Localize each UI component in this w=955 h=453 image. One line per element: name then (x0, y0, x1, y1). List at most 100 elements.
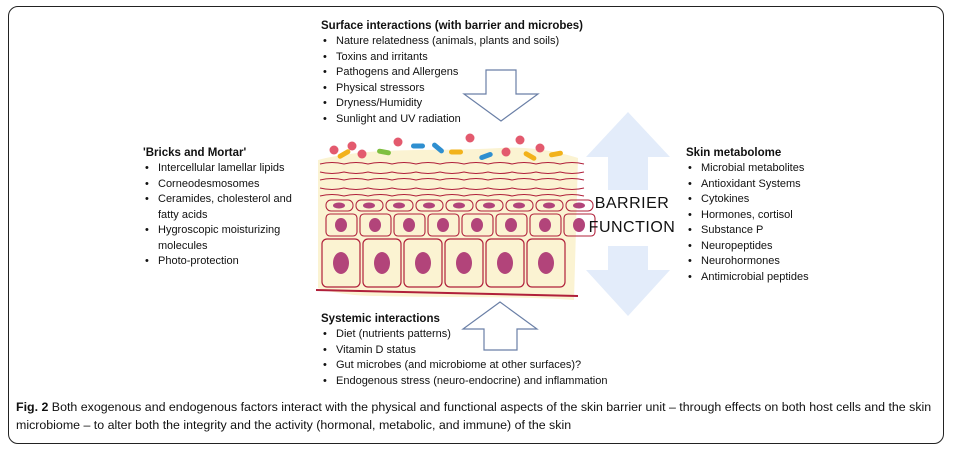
figure-caption: Fig. 2 Both exogenous and endogenous fac… (16, 398, 936, 434)
nucleus (543, 202, 555, 209)
microbe (501, 147, 511, 157)
spinous-cell (359, 213, 392, 237)
spinous-cell (529, 213, 562, 237)
microbe (337, 149, 351, 159)
barrier-function-label: BARRIER FUNCTION (586, 192, 678, 240)
nucleus (374, 252, 390, 274)
corneum-layer (319, 177, 585, 181)
microbe (523, 151, 537, 161)
spinous-cell (325, 213, 358, 237)
spinous-cell (427, 213, 460, 237)
flat-cell (505, 199, 534, 212)
flat-cell (565, 199, 594, 212)
basal-cell (444, 238, 484, 288)
list-item: Nature relatedness (animals, plants and … (321, 34, 583, 50)
flat-cell (385, 199, 414, 212)
spinous-cell (563, 213, 596, 237)
list-item: Hormones, cortisol (686, 208, 809, 224)
corneum-layer (319, 193, 585, 197)
list-item: Antioxidant Systems (686, 177, 809, 193)
bricks-and-mortar: 'Bricks and Mortar' Intercellular lamell… (143, 146, 303, 270)
flat-cell (475, 199, 504, 212)
list-item: Intercellular lamellar lipids (143, 161, 303, 177)
microbe (549, 150, 563, 158)
microbe (479, 151, 493, 161)
list-item: Cytokines (686, 192, 809, 208)
systemic-interactions: Systemic interactions Diet (nutrients pa… (321, 312, 608, 389)
spinous-cell (461, 213, 494, 237)
list-item: Corneodesmosomes (143, 177, 303, 193)
nucleus (415, 252, 431, 274)
barrier-double-arrow (586, 112, 670, 316)
nucleus (437, 218, 449, 232)
caption-label: Fig. 2 (16, 400, 49, 414)
nucleus (538, 252, 554, 274)
nucleus (539, 218, 551, 232)
list-item: Pathogens and Allergens (321, 65, 583, 81)
microbe (432, 142, 444, 154)
nucleus (393, 202, 405, 209)
list-item: Neuropeptides (686, 239, 809, 255)
list-item: Physical stressors (321, 81, 583, 97)
microbe (357, 149, 367, 159)
nucleus (363, 202, 375, 209)
nucleus (335, 218, 347, 232)
barrier-line-2: FUNCTION (588, 219, 676, 236)
nucleus (333, 252, 349, 274)
microbe (411, 143, 425, 149)
flat-cell (355, 199, 384, 212)
skin-cross-section (315, 133, 596, 300)
list-item: Photo-protection (143, 254, 303, 270)
basal-cell (485, 238, 525, 288)
list-item: Vitamin D status (321, 343, 608, 359)
flat-cell (535, 199, 564, 212)
spinous-cell (393, 213, 426, 237)
skin-metabolome: Skin metabolome Microbial metabolites An… (686, 146, 809, 285)
caption-text: Both exogenous and endogenous factors in… (16, 400, 932, 432)
basal-cell (526, 238, 566, 288)
metabolome-title: Skin metabolome (686, 147, 782, 159)
nucleus (403, 218, 415, 232)
list-item: Endogenous stress (neuro-endocrine) and … (321, 374, 608, 390)
microbe (449, 149, 463, 155)
nucleus (497, 252, 513, 274)
corneum-layer (319, 161, 585, 165)
nucleus (471, 218, 483, 232)
microbe (465, 133, 475, 143)
surface-title: Surface interactions (with barrier and m… (321, 20, 584, 32)
spinous-cell (495, 213, 528, 237)
list-item: Substance P (686, 223, 809, 239)
list-item: Gut microbes (and microbiome at other su… (321, 358, 608, 374)
list-item: Sunlight and UV radiation (321, 112, 583, 128)
list-item: Neurohormones (686, 254, 809, 270)
basal-cell (362, 238, 402, 288)
barrier-line-1: BARRIER (594, 195, 670, 212)
nucleus (333, 202, 345, 209)
basal-cell (321, 238, 361, 288)
microbe (377, 148, 391, 156)
corneum-layer (319, 171, 585, 175)
nucleus (505, 218, 517, 232)
flat-cell (445, 199, 474, 212)
corneum-layer (319, 187, 585, 191)
nucleus (369, 218, 381, 232)
list-item: Toxins and irritants (321, 50, 583, 66)
microbe (393, 137, 403, 147)
surface-interactions: Surface interactions (with barrier and m… (321, 19, 583, 127)
nucleus (456, 252, 472, 274)
microbe (329, 145, 339, 155)
flat-cell (415, 199, 444, 212)
microbe (515, 135, 525, 145)
list-item: Ceramides, cholesterol and fatty acids (143, 192, 303, 223)
microbe (347, 141, 357, 151)
list-item: Hygroscopic moisturizing molecules (143, 223, 303, 254)
list-item: Antimicrobial peptides (686, 270, 809, 286)
nucleus (423, 202, 435, 209)
systemic-title: Systemic interactions (321, 313, 440, 325)
bricks-title: 'Bricks and Mortar' (143, 147, 247, 159)
basal-cell (403, 238, 443, 288)
microbe (535, 143, 545, 153)
nucleus (513, 202, 525, 209)
figure-frame (8, 6, 944, 444)
list-item: Dryness/Humidity (321, 96, 583, 112)
